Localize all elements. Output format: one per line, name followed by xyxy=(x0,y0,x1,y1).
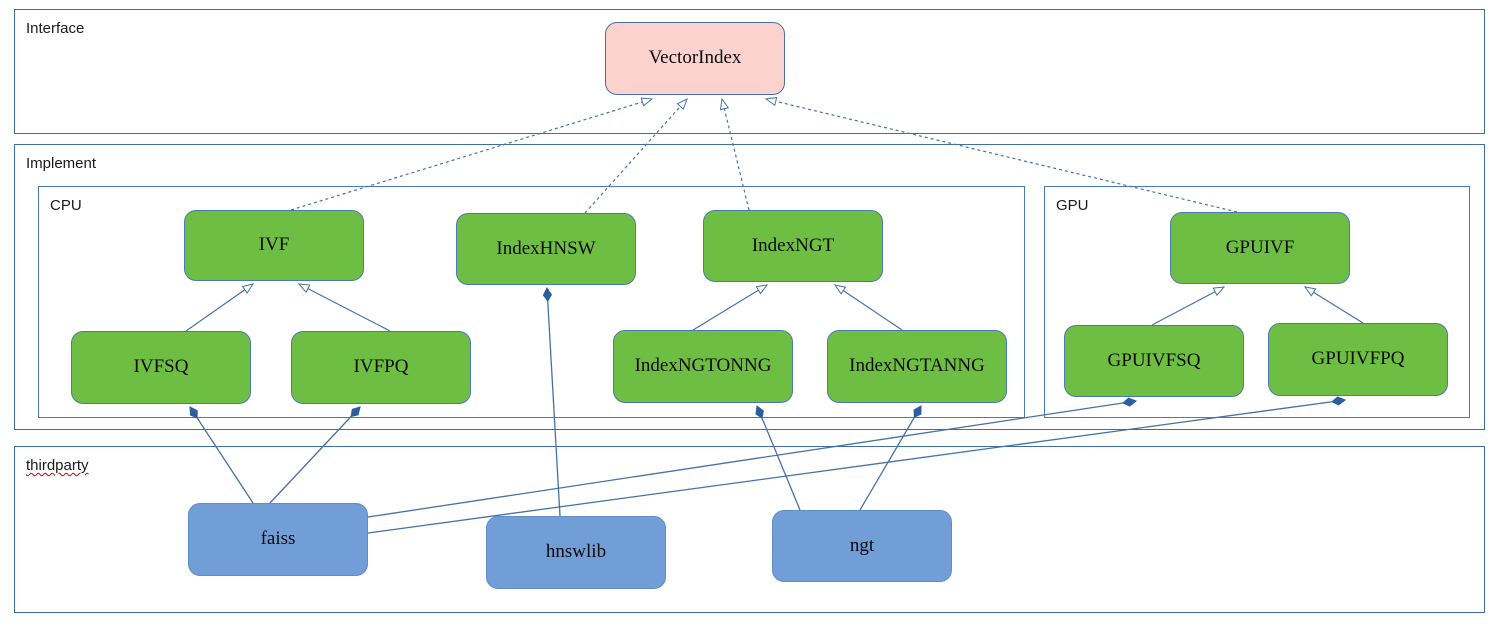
group-label-gpu: GPU xyxy=(1056,197,1089,214)
node-label: GPUIVF xyxy=(1225,236,1295,258)
node-label: faiss xyxy=(260,528,296,550)
node-ivf[interactable]: IVF xyxy=(184,210,364,281)
node-label: GPUIVFPQ xyxy=(1311,348,1405,370)
node-ivfpq[interactable]: IVFPQ xyxy=(291,331,471,404)
group-label-interface: Interface xyxy=(26,20,85,37)
node-ivfsq[interactable]: IVFSQ xyxy=(71,331,251,404)
node-vectorindex[interactable]: VectorIndex xyxy=(605,22,785,95)
node-indexngtanng[interactable]: IndexNGTANNG xyxy=(827,330,1007,403)
node-ngt[interactable]: ngt xyxy=(772,510,952,582)
node-label: IndexNGTANNG xyxy=(849,355,985,377)
node-label: IndexNGT xyxy=(751,234,835,256)
node-label: IndexNGTONNG xyxy=(634,355,772,377)
node-indexhnsw[interactable]: IndexHNSW xyxy=(456,213,636,285)
node-gpuivf[interactable]: GPUIVF xyxy=(1170,212,1350,284)
node-label: VectorIndex xyxy=(648,47,742,69)
node-gpuivfsq[interactable]: GPUIVFSQ xyxy=(1064,325,1244,397)
node-label: ngt xyxy=(849,534,875,556)
node-label: hnswlib xyxy=(545,541,607,563)
group-label-thirdparty: thirdparty xyxy=(26,457,89,474)
node-gpuivfpq[interactable]: GPUIVFPQ xyxy=(1268,323,1448,396)
node-label: IVFPQ xyxy=(353,356,409,378)
node-faiss[interactable]: faiss xyxy=(188,503,368,576)
node-label: IndexHNSW xyxy=(496,237,596,259)
node-label: GPUIVFSQ xyxy=(1107,349,1201,371)
node-indexngt[interactable]: IndexNGT xyxy=(703,210,883,282)
node-hnswlib[interactable]: hnswlib xyxy=(486,516,666,589)
group-label-cpu: CPU xyxy=(50,197,82,214)
node-indexngtonng[interactable]: IndexNGTONNG xyxy=(613,330,793,403)
node-label: IVF xyxy=(258,234,290,256)
node-label: IVFSQ xyxy=(133,356,189,378)
group-label-implement: Implement xyxy=(26,155,97,172)
